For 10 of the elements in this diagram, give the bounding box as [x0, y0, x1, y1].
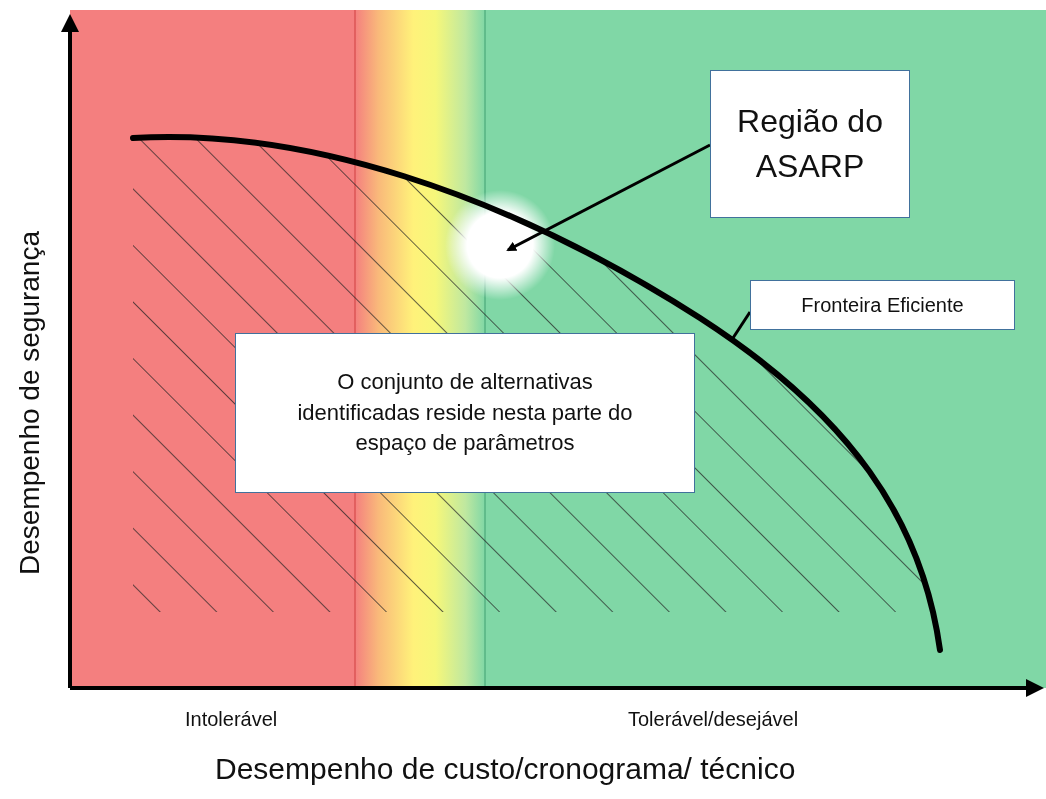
callout-box: Região do ASARP [710, 70, 910, 218]
callout-box: O conjunto de alternativas identificadas reside nesta parte do espaço de parâmetros [235, 333, 695, 493]
zone-label: Intolerável [185, 708, 278, 731]
axis-title: Desempenho de custo/cronograma/ técnico [215, 752, 796, 786]
axis-title: Desempenho de segurança [14, 231, 46, 575]
leader-line [731, 311, 752, 339]
callout-box: Fronteira Eficiente [750, 280, 1015, 330]
zone-label: Tolerável/desejável [628, 708, 799, 731]
highlight-spot [445, 190, 555, 300]
arrow [506, 143, 711, 252]
